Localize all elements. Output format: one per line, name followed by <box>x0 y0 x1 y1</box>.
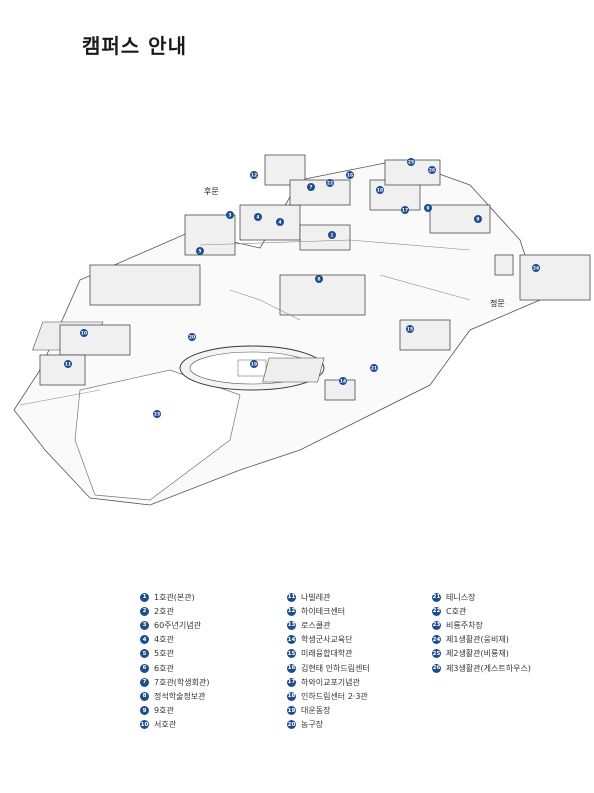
marker: 21 <box>370 364 378 372</box>
svg-text:8: 8 <box>317 277 320 283</box>
svg-text:26: 26 <box>429 168 435 174</box>
svg-text:4: 4 <box>278 220 281 226</box>
svg-text:21: 21 <box>371 366 377 372</box>
marker: 15 <box>406 325 414 333</box>
svg-text:10: 10 <box>81 331 87 337</box>
marker: 14 <box>339 377 347 385</box>
main-gate-label: 정문 <box>490 299 505 308</box>
svg-text:16: 16 <box>347 173 353 179</box>
svg-text:24: 24 <box>533 266 539 272</box>
svg-text:5: 5 <box>198 249 201 255</box>
marker: 10 <box>80 329 88 337</box>
page-title: 캠퍼스 안내 <box>82 34 187 58</box>
svg-text:25: 25 <box>408 160 414 166</box>
svg-text:14: 14 <box>340 379 346 385</box>
svg-text:7: 7 <box>309 185 312 191</box>
roads <box>19 239 471 406</box>
marker: 24 <box>532 264 540 272</box>
tennis-courts <box>262 357 325 383</box>
svg-text:9: 9 <box>476 217 479 223</box>
building-markers: 12 7 22 16 25 26 18 3 4 4 17 9 9 1 5 8 1… <box>64 158 540 418</box>
svg-text:4: 4 <box>256 215 259 221</box>
svg-text:3: 3 <box>228 213 231 219</box>
svg-text:20: 20 <box>189 335 195 341</box>
marker: 8 <box>315 275 323 283</box>
svg-text:22: 22 <box>327 181 333 187</box>
marker: 26 <box>428 166 436 174</box>
marker: 4 <box>254 213 262 221</box>
marker: 11 <box>64 360 72 368</box>
svg-text:15: 15 <box>407 327 413 333</box>
marker: 1 <box>328 231 336 239</box>
marker: 16 <box>346 171 354 179</box>
marker: 25 <box>407 158 415 166</box>
parking-field <box>74 369 241 501</box>
svg-text:19: 19 <box>251 362 257 368</box>
svg-text:9: 9 <box>426 206 429 212</box>
marker: 12 <box>250 171 258 179</box>
marker: 5 <box>196 247 204 255</box>
svg-text:17: 17 <box>402 208 408 214</box>
marker: 7 <box>307 183 315 191</box>
buildings <box>39 154 591 401</box>
marker: 19 <box>250 360 258 368</box>
marker: 23 <box>153 410 161 418</box>
marker: 9 <box>424 204 432 212</box>
svg-text:12: 12 <box>251 173 257 179</box>
marker: 22 <box>326 179 334 187</box>
marker: 20 <box>188 333 196 341</box>
marker: 4 <box>276 218 284 226</box>
marker: 18 <box>376 186 384 194</box>
svg-text:1: 1 <box>330 233 333 239</box>
marker: 3 <box>226 211 234 219</box>
marker: 9 <box>474 215 482 223</box>
marker: 17 <box>401 206 409 214</box>
svg-text:11: 11 <box>65 362 71 368</box>
campus-map: 12 7 22 16 25 26 18 3 4 4 17 9 9 1 5 8 1… <box>13 154 591 506</box>
svg-text:23: 23 <box>154 412 160 418</box>
back-gate-label: 후문 <box>204 187 219 196</box>
svg-text:18: 18 <box>377 188 383 194</box>
